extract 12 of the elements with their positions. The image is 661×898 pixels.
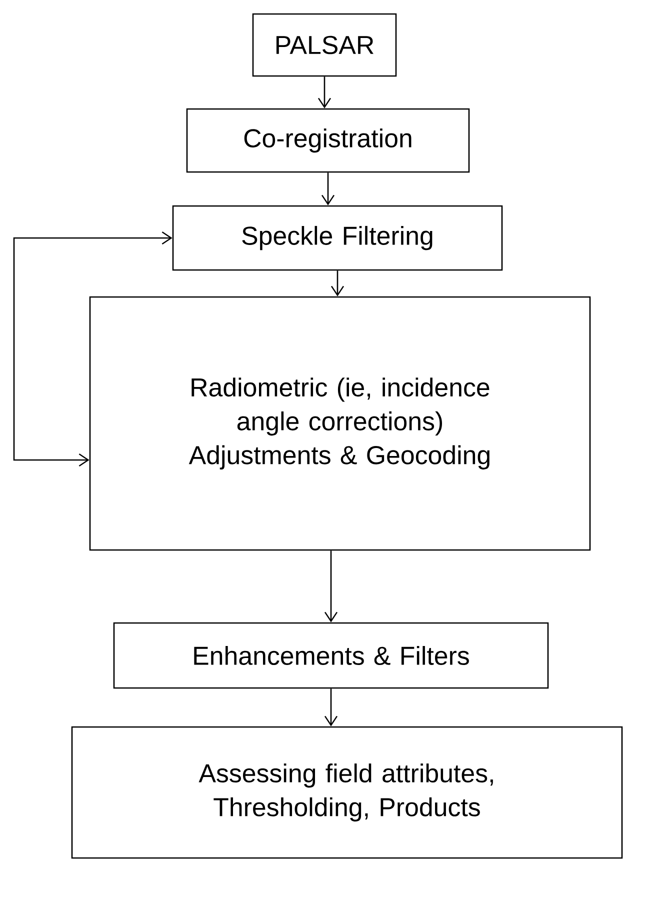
arrow: [321, 172, 335, 206]
process-box: Speckle Filtering: [172, 205, 503, 271]
process-box: PALSAR: [252, 13, 397, 77]
process-box: Assessing field attributes, Thresholding, Products: [71, 726, 623, 859]
process-box: Co-registration: [186, 108, 470, 173]
arrow: [318, 76, 332, 108]
process-box: Radiometric (ie, incidence angle corrections) Adjustments & Geocoding: [89, 296, 591, 551]
arrow: [324, 550, 338, 622]
arrow: [13, 231, 172, 467]
arrow: [330, 270, 344, 296]
process-box: Enhancements & Filters: [113, 622, 549, 689]
arrow: [324, 688, 338, 726]
